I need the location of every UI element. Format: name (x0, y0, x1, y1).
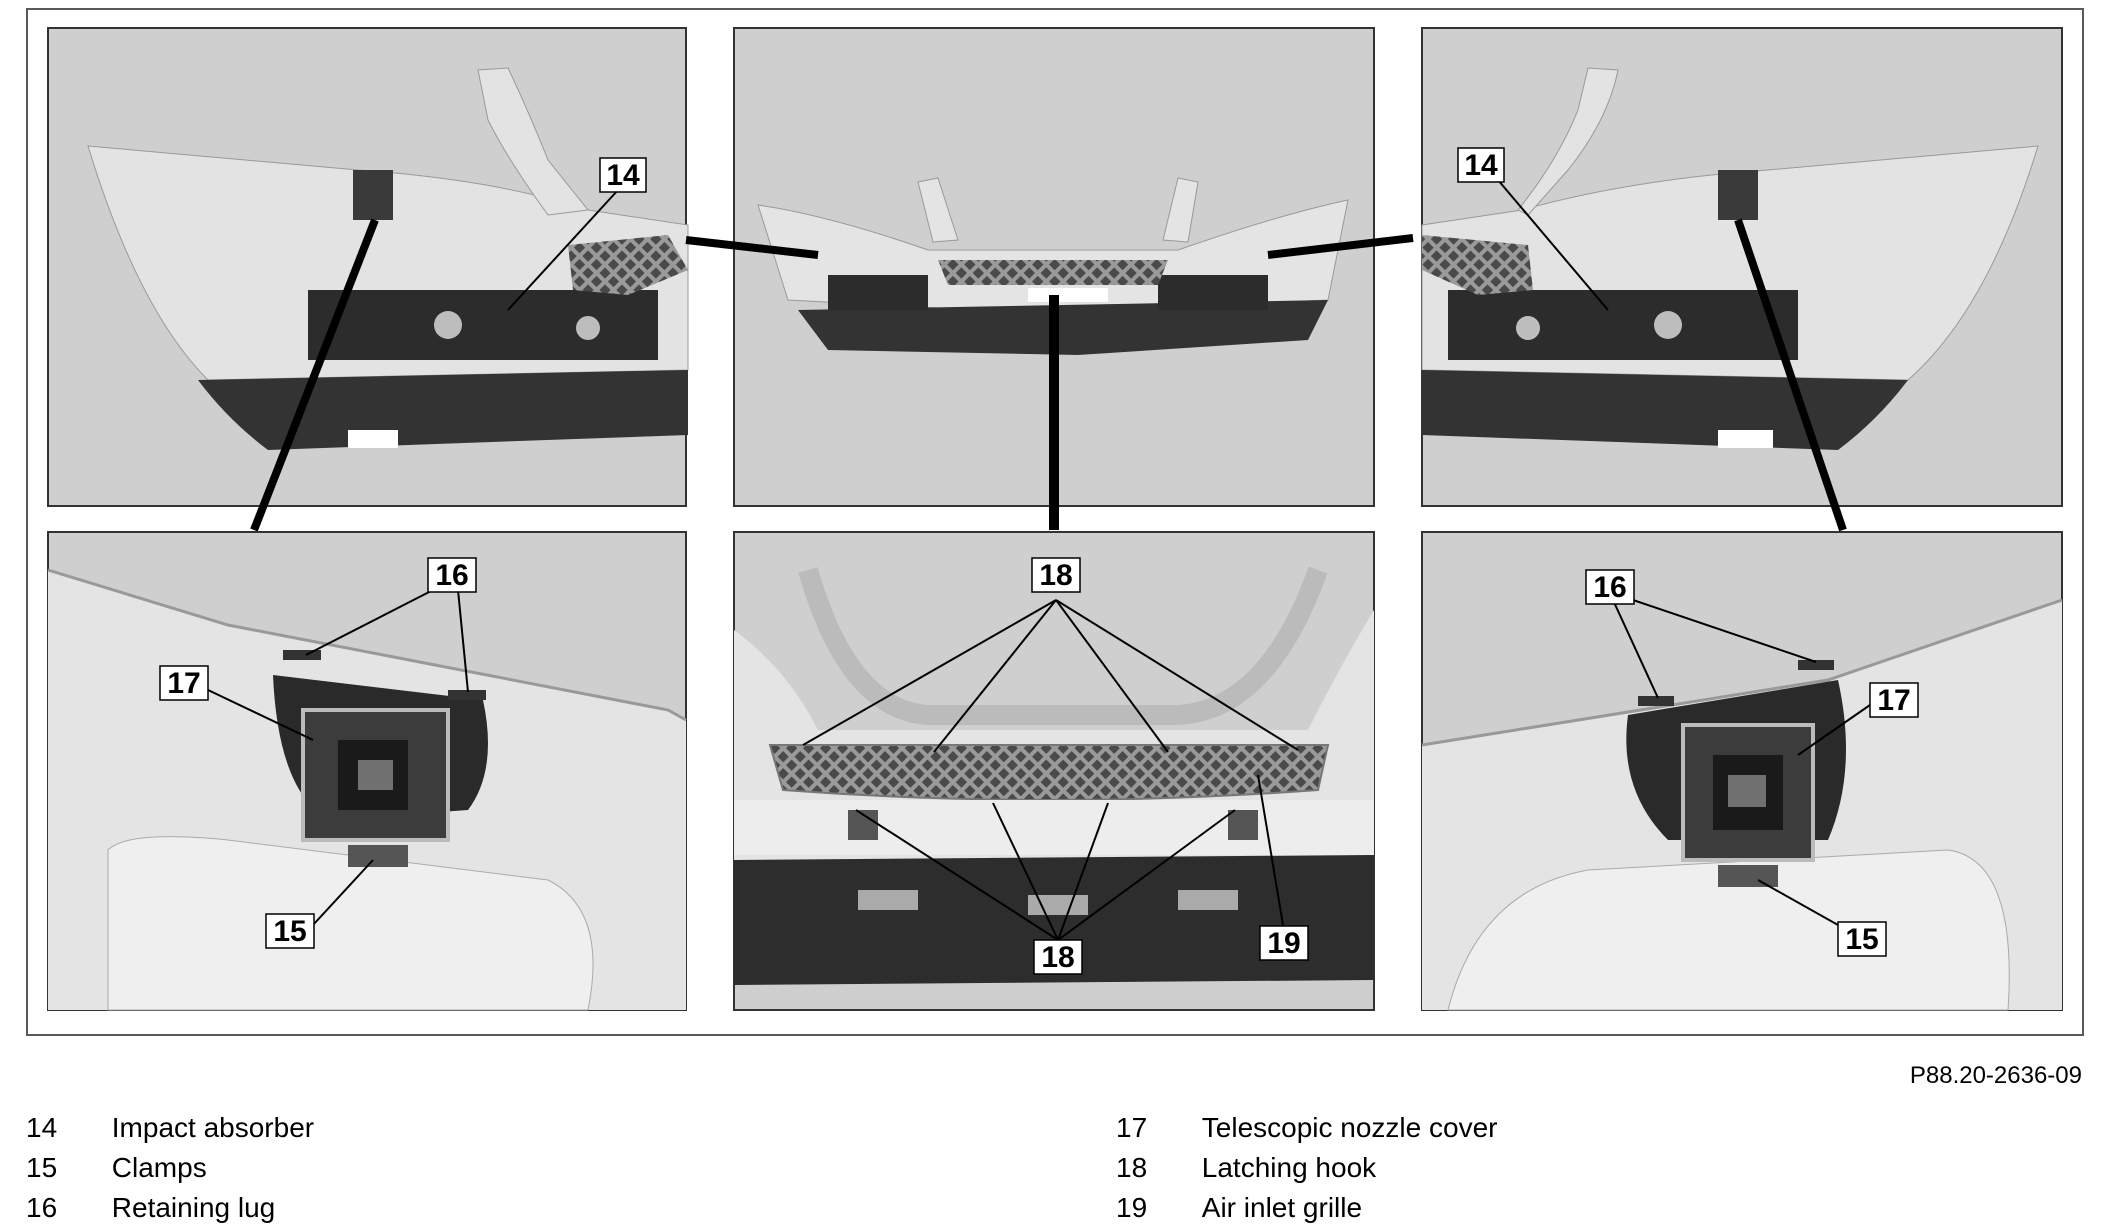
callout-16-bottom-right: 16 (1593, 571, 1626, 604)
legend-number: 14 (26, 1112, 58, 1143)
callout-18-bottom: 18 (1041, 941, 1074, 974)
legend-item: 14 Impact absorber (26, 1108, 314, 1148)
legend-item: 16 Retaining lug (26, 1188, 314, 1228)
callout-14-top-left: 14 (606, 159, 640, 192)
panel-bottom-center: 18 18 19 (733, 531, 1375, 1011)
callout-16-bottom-left: 16 (435, 559, 468, 592)
legend-number: 17 (1116, 1112, 1148, 1143)
callout-15-bottom-right: 15 (1845, 923, 1878, 956)
panel-top-left: 14 (47, 27, 689, 532)
panel-top-center (685, 27, 1414, 530)
legend-item: 15 Clamps (26, 1148, 314, 1188)
callout-18-top: 18 (1039, 559, 1072, 592)
legend-item: 17 Telescopic nozzle cover (1116, 1108, 1497, 1148)
legend-column-right: 17 Telescopic nozzle cover 18 Latching h… (1116, 1108, 1497, 1228)
callout-14-top-right: 14 (1464, 149, 1498, 182)
legend-text: Latching hook (1201, 1152, 1377, 1183)
diagram-frame: 14 (26, 8, 2084, 1036)
diagram-illustration: 14 (47, 27, 2063, 1011)
callout-17-bottom-left: 17 (167, 667, 200, 700)
legend: 14 Impact absorber 15 Clamps 16 Retainin… (26, 1108, 2086, 1228)
callout-19: 19 (1267, 927, 1300, 960)
panel-bottom-left: 16 17 15 (47, 531, 687, 1011)
legend-text: Telescopic nozzle cover (1201, 1112, 1498, 1143)
legend-item: 19 Air inlet grille (1116, 1188, 1497, 1228)
legend-text: Retaining lug (111, 1192, 276, 1223)
callout-17-bottom-right: 17 (1877, 684, 1910, 717)
legend-column-left: 14 Impact absorber 15 Clamps 16 Retainin… (26, 1108, 314, 1228)
callout-15-bottom-left: 15 (273, 915, 306, 948)
figure-reference: P88.20-2636-09 (1909, 1062, 2082, 1089)
legend-number: 16 (26, 1192, 58, 1223)
legend-text: Impact absorber (111, 1112, 315, 1143)
legend-number: 15 (26, 1152, 58, 1183)
legend-item: 18 Latching hook (1116, 1148, 1497, 1188)
panel-bottom-right: 16 17 15 (1421, 531, 2063, 1011)
legend-number: 19 (1116, 1192, 1148, 1223)
legend-text: Clamps (111, 1152, 207, 1183)
legend-number: 18 (1116, 1152, 1148, 1183)
legend-text: Air inlet grille (1201, 1192, 1363, 1223)
panel-top-right: 14 (1421, 27, 2063, 532)
